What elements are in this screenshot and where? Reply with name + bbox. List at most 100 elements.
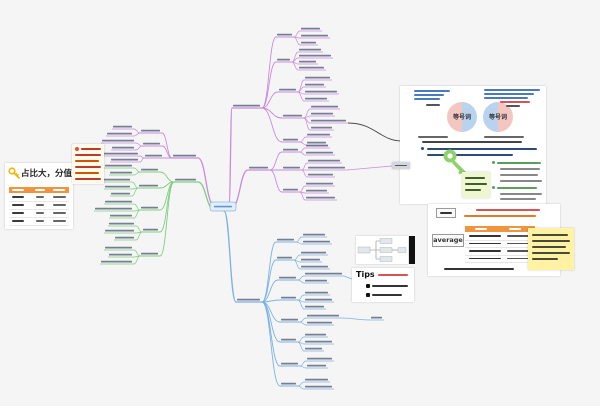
leaf-node-label[interactable] — [305, 333, 326, 336]
subtopic-node-label[interactable] — [279, 276, 296, 279]
leaf-node-label[interactable] — [110, 171, 132, 174]
leaf-node-label[interactable] — [95, 207, 132, 210]
leaf-node-label[interactable] — [308, 173, 333, 176]
subtopic-node-label[interactable] — [277, 58, 290, 61]
leaf-node-label[interactable] — [305, 97, 327, 100]
leaf-node-label[interactable] — [101, 260, 132, 263]
leaf-node-label[interactable] — [303, 233, 325, 236]
leaf-node-label[interactable] — [307, 321, 332, 324]
subtopic-node-label[interactable] — [281, 338, 296, 341]
leaf-node-label[interactable] — [301, 27, 320, 30]
leaf-node-label[interactable] — [305, 83, 324, 86]
subtopic-node-label[interactable] — [281, 362, 298, 365]
flow-diagram-image[interactable] — [356, 236, 408, 264]
subtopic-node-label[interactable] — [277, 238, 294, 241]
subtopic-node-label[interactable] — [277, 33, 292, 36]
subtopic-node-label[interactable] — [277, 256, 292, 259]
subtopic-node-label[interactable] — [143, 142, 160, 145]
leaf-node-label[interactable] — [306, 144, 328, 147]
leaf-node-label[interactable] — [311, 126, 332, 129]
leaf-node-label[interactable] — [308, 159, 340, 162]
leaf-node-label[interactable] — [306, 189, 327, 192]
leaf-node-label[interactable] — [306, 151, 333, 154]
leaf-node-label[interactable] — [105, 246, 132, 249]
leaf-node-label[interactable] — [301, 251, 326, 254]
leaf-node-label[interactable] — [111, 158, 138, 161]
leaf-node-label[interactable] — [311, 112, 333, 115]
leaf-node-label[interactable] — [301, 34, 328, 37]
leaf-node-label[interactable] — [109, 253, 132, 256]
topic-node-label[interactable] — [173, 154, 196, 157]
leaf-node-label[interactable] — [105, 164, 132, 167]
topic-node-label[interactable] — [175, 178, 196, 181]
leaf-node-label[interactable] — [301, 258, 320, 261]
subtopic-node-label[interactable] — [283, 114, 302, 117]
leaf-node-label[interactable] — [115, 236, 134, 239]
leaf-node-label[interactable] — [301, 41, 316, 44]
tips-card[interactable]: Tips — [352, 268, 414, 302]
leaf-node-label[interactable] — [305, 76, 330, 79]
subtopic-node-label[interactable] — [283, 138, 298, 141]
score-info-card[interactable]: 占比大，分值 — [5, 163, 73, 229]
leaf-node-label[interactable] — [371, 316, 382, 319]
leaf-node-label[interactable] — [307, 314, 339, 317]
leaf-node-label[interactable] — [105, 200, 132, 203]
leaf-node-label[interactable] — [105, 185, 130, 188]
subtopic-node-label[interactable] — [281, 318, 298, 321]
subtopic-node-label[interactable] — [279, 88, 296, 91]
leaf-node-label[interactable] — [109, 222, 134, 225]
leaf-node-label[interactable] — [299, 60, 316, 63]
leaf-node-label[interactable] — [102, 139, 134, 142]
leaf-node-label[interactable] — [311, 119, 346, 122]
leaf-node-label[interactable] — [110, 214, 132, 217]
leaf-node-label[interactable] — [306, 196, 335, 199]
topic-node-label[interactable] — [237, 298, 260, 301]
leaf-node-label[interactable] — [306, 182, 333, 185]
yellow-sticky-note[interactable] — [528, 228, 574, 270]
leaf-node-label[interactable] — [308, 166, 345, 169]
subtopic-node-label[interactable] — [141, 252, 158, 255]
leaf-node-label[interactable] — [305, 305, 324, 308]
subtopic-node-label[interactable] — [141, 129, 160, 132]
topic-node-label[interactable] — [249, 166, 268, 169]
leaf-node-label[interactable] — [305, 347, 322, 350]
leaf-node-label[interactable] — [105, 229, 134, 232]
subtopic-node-label[interactable] — [145, 154, 162, 157]
sticky-note[interactable] — [72, 144, 104, 184]
green-sticky-note[interactable] — [462, 172, 490, 198]
leaf-node-label[interactable] — [305, 90, 337, 93]
leaf-node-label[interactable] — [98, 178, 130, 181]
leaf-node-label[interactable] — [299, 66, 324, 69]
leaf-node-label[interactable] — [305, 378, 328, 381]
leaf-node-label[interactable] — [301, 265, 328, 268]
leaf-node-label[interactable] — [107, 132, 132, 135]
leaf-node-label[interactable] — [299, 48, 321, 51]
subtopic-node-label[interactable] — [139, 184, 158, 187]
subtopic-node-label[interactable] — [283, 188, 298, 191]
gray-tag[interactable] — [392, 162, 410, 169]
leaf-node-label[interactable] — [111, 192, 130, 195]
subtopic-node-label[interactable] — [281, 296, 296, 299]
leaf-node-label[interactable] — [307, 357, 332, 360]
leaf-node-label[interactable] — [311, 105, 338, 108]
leaf-node-label[interactable] — [307, 364, 326, 367]
leaf-node-label[interactable] — [305, 298, 332, 301]
subtopic-node-label[interactable] — [141, 168, 158, 171]
leaf-node-label[interactable] — [305, 291, 328, 294]
subtopic-node-label[interactable] — [143, 228, 158, 231]
leaf-node-label[interactable] — [299, 54, 331, 57]
topic-node-label[interactable] — [233, 104, 260, 107]
leaf-node-label[interactable] — [305, 272, 342, 275]
leaf-node-label[interactable] — [307, 141, 326, 144]
leaf-node-label[interactable] — [113, 125, 132, 128]
root-node-label[interactable] — [214, 205, 232, 208]
subtopic-node-label[interactable] — [141, 206, 158, 209]
leaf-node-label[interactable] — [307, 133, 330, 136]
leaf-node-label[interactable] — [103, 152, 138, 155]
subtopic-node-label[interactable] — [283, 166, 300, 169]
leaf-node-label[interactable] — [305, 385, 332, 388]
leaf-node-label[interactable] — [305, 340, 332, 343]
subtopic-node-label[interactable] — [283, 148, 298, 151]
subtopic-node-label[interactable] — [281, 382, 296, 385]
